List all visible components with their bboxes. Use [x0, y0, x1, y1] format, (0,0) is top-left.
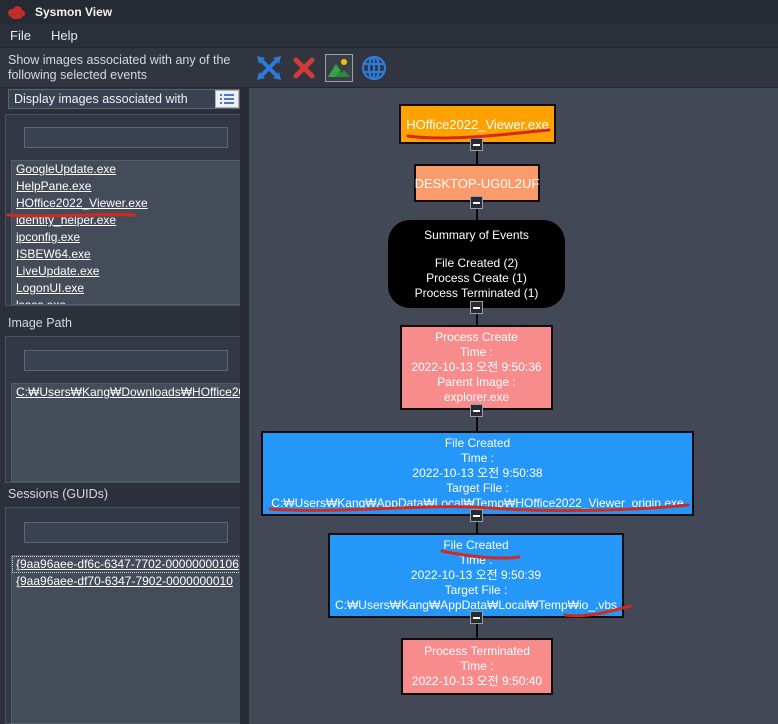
image-list-item[interactable]: LiveUpdate.exe	[16, 264, 100, 278]
image-path-groupbox: C:₩Users₩Kang₩Downloads₩HOffice202	[5, 336, 242, 483]
image-list-item[interactable]: HOffice2022_Viewer.exe	[16, 196, 148, 210]
image-list-item[interactable]: lsass.exe	[16, 298, 67, 305]
panel-splitter[interactable]	[240, 88, 249, 724]
collapse-minus-icon[interactable]	[470, 404, 483, 417]
image-list-item[interactable]: LogonUI.exe	[16, 281, 85, 295]
diagram-node-process-terminated[interactable]: Process Terminated Time : 2022-10-13 오전 …	[401, 638, 553, 695]
image-view-icon[interactable]	[325, 54, 353, 82]
image-list-item[interactable]: ISBEW64.exe	[16, 247, 91, 261]
app-logo-icon	[8, 5, 25, 19]
collapse-minus-icon[interactable]	[470, 138, 483, 151]
display-images-label: Display images associated with	[14, 92, 188, 106]
image-list-item[interactable]: GoogleUpdate.exe	[16, 162, 117, 176]
display-images-combobox[interactable]: Display images associated with	[8, 89, 240, 109]
sidebar: Display images associated with GoogleUpd…	[0, 88, 242, 724]
image-list-item[interactable]: HelpPane.exe	[16, 179, 92, 193]
edge-connector	[476, 307, 478, 325]
images-groupbox: GoogleUpdate.exe HelpPane.exe HOffice202…	[5, 114, 242, 306]
edge-connector	[476, 202, 478, 220]
image-path-search-input[interactable]	[24, 350, 228, 371]
collapse-minus-icon[interactable]	[470, 196, 483, 209]
sessions-listbox[interactable]: {9aa96aee-df6c-6347-7702-00000000106 {9a…	[11, 555, 242, 724]
image-path-label: Image Path	[8, 316, 72, 330]
edge-connector	[476, 617, 478, 638]
clear-red-x-icon[interactable]	[290, 54, 318, 82]
diagram-node-computer[interactable]: DESKTOP-UG0L2UF	[414, 164, 540, 202]
edge-connector	[476, 515, 478, 533]
diagram-node-file-created-1[interactable]: File Created Time : 2022-10-13 오전 9:50:3…	[261, 431, 694, 516]
collapse-minus-icon[interactable]	[470, 301, 483, 314]
menu-help[interactable]: Help	[50, 28, 78, 43]
expand-arrows-icon[interactable]	[255, 54, 283, 82]
window-title: Sysmon View	[35, 5, 113, 19]
diagram-node-summary[interactable]: Summary of Events File Created (2) Proce…	[388, 220, 565, 308]
images-search-input[interactable]	[24, 127, 228, 148]
diagram-node-file-created-2[interactable]: File Created Time : 2022-10-13 오전 9:50:3…	[328, 533, 624, 618]
sessions-label: Sessions (GUIDs)	[8, 487, 109, 501]
sessions-groupbox: {9aa96aee-df6c-6347-7702-00000000106 {9a…	[5, 507, 242, 724]
globe-icon[interactable]	[360, 54, 388, 82]
image-list-item[interactable]: ipconfig.exe	[16, 230, 81, 244]
image-path-listbox[interactable]: C:₩Users₩Kang₩Downloads₩HOffice202	[11, 383, 242, 482]
menu-bar: File Help	[0, 24, 778, 48]
diagram-node-process-create[interactable]: Process Create Time : 2022-10-13 오전 9:50…	[400, 325, 553, 410]
image-list-item[interactable]: identity_helper.exe	[16, 213, 117, 227]
toolbar: Show images associated with any of the f…	[0, 48, 778, 88]
session-guid-item[interactable]: {9aa96aee-df6c-6347-7702-00000000106	[12, 556, 241, 573]
menu-file[interactable]: File	[10, 28, 31, 43]
list-menu-button[interactable]	[215, 90, 239, 108]
event-diagram-canvas[interactable]: HOffice2022_Viewer.exe DESKTOP-UG0L2UF S…	[249, 88, 778, 724]
title-bar: Sysmon View	[0, 0, 778, 24]
edge-connector	[476, 144, 478, 164]
sessions-search-input[interactable]	[24, 522, 228, 543]
session-guid-item[interactable]: {9aa96aee-df70-6347-7902-0000000010	[16, 574, 233, 588]
image-path-item[interactable]: C:₩Users₩Kang₩Downloads₩HOffice202	[16, 385, 241, 399]
toolbar-description: Show images associated with any of the f…	[8, 53, 231, 82]
edge-connector	[476, 410, 478, 431]
collapse-minus-icon[interactable]	[470, 509, 483, 522]
images-listbox[interactable]: GoogleUpdate.exe HelpPane.exe HOffice202…	[11, 160, 242, 305]
collapse-minus-icon[interactable]	[470, 611, 483, 624]
